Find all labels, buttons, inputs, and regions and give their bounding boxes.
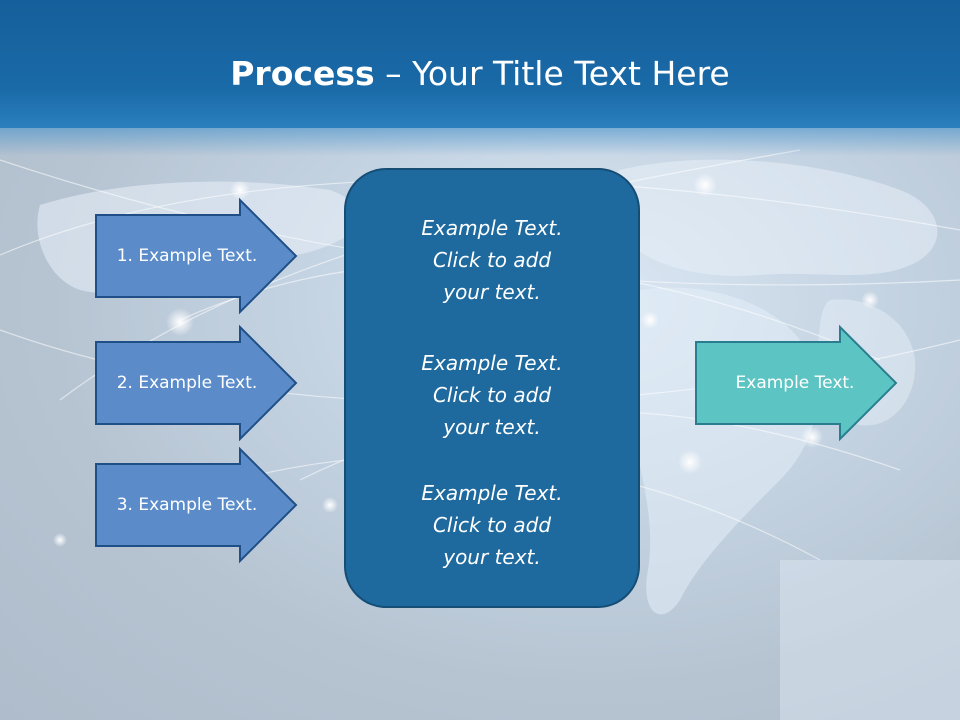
output-arrow bbox=[695, 324, 898, 442]
center-paragraph-3-line-2: Click to add bbox=[432, 513, 552, 537]
center-process-box bbox=[344, 168, 640, 608]
input-arrow-3-label: 3. Example Text. bbox=[116, 495, 258, 515]
title-regular-text: – Your Title Text Here bbox=[374, 54, 730, 93]
center-paragraph-1-line-3: your text. bbox=[443, 280, 541, 304]
center-paragraph-1-line-2: Click to add bbox=[432, 248, 552, 272]
center-paragraph-2-line-3: your text. bbox=[443, 415, 541, 439]
title-bar bbox=[0, 0, 960, 156]
input-arrow-2-label: 2. Example Text. bbox=[116, 373, 258, 393]
center-paragraph-1: Example Text. Click to add your text. bbox=[344, 212, 640, 308]
title-bold-text: Process bbox=[230, 54, 375, 93]
center-paragraph-2-line-2: Click to add bbox=[432, 383, 552, 407]
center-paragraph-3: Example Text. Click to add your text. bbox=[344, 477, 640, 573]
input-arrow-1-label: 1. Example Text. bbox=[116, 246, 258, 266]
output-arrow-label: Example Text. bbox=[735, 373, 855, 393]
input-arrow-1 bbox=[95, 197, 298, 315]
center-paragraph-3-line-3: your text. bbox=[443, 545, 541, 569]
slide-title: Process – Your Title Text Here bbox=[0, 52, 960, 96]
center-paragraph-2: Example Text. Click to add your text. bbox=[344, 347, 640, 443]
input-arrow-2 bbox=[95, 324, 298, 442]
center-paragraph-2-line-1: Example Text. bbox=[421, 351, 563, 375]
input-arrow-3 bbox=[95, 446, 298, 564]
center-paragraph-3-line-1: Example Text. bbox=[421, 481, 563, 505]
center-paragraph-1-line-1: Example Text. bbox=[421, 216, 563, 240]
